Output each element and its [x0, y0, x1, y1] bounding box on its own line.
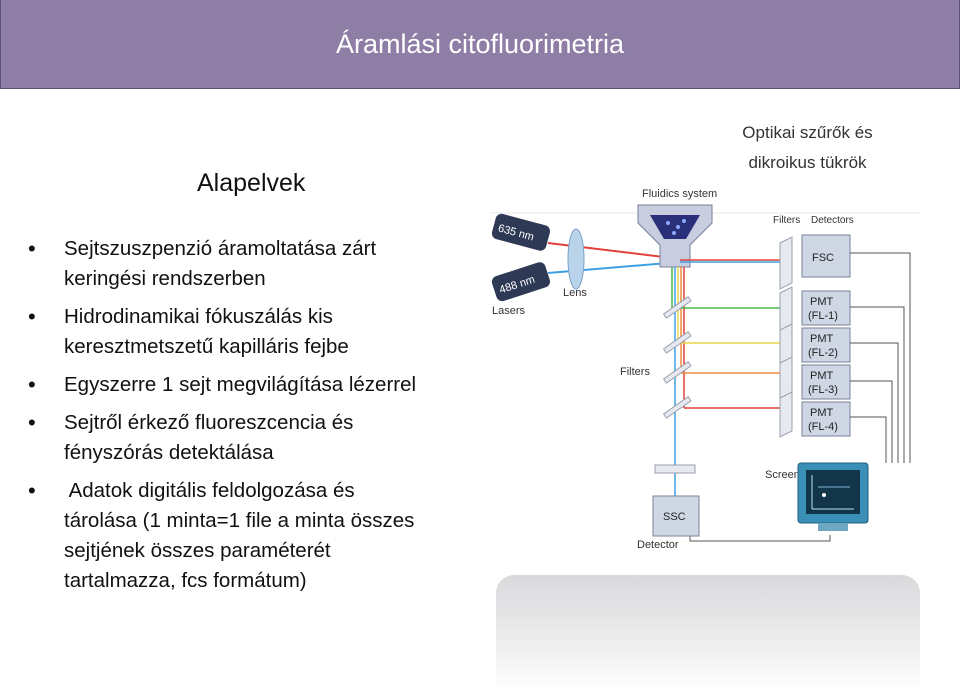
bullet-item: Sejtszuszpenzió áramoltatása zárt kering… — [28, 234, 488, 294]
diagram-reflection — [496, 575, 920, 691]
pmt-fl2: PMT (FL-2) — [801, 327, 851, 363]
laser-488: 488 nm — [491, 262, 551, 302]
bullet-list: Sejtszuszpenzió áramoltatása zárt kering… — [28, 234, 488, 604]
title-bar: Áramlási citofluorimetria — [0, 0, 960, 89]
pmt-channel-label: (FL-4) — [808, 421, 838, 433]
lasers-label: Lasers — [492, 305, 526, 317]
bullet-text: tartalmazza, fcs formátum) — [64, 569, 307, 592]
pmt-fl3: PMT (FL-3) — [801, 364, 851, 400]
filters-mirrors-label: Optikai szűrők és dikroikus tükrök — [700, 118, 915, 178]
filters-mid-label: Filters — [620, 366, 650, 378]
bullet-text: Egyszerre 1 sejt megvilágítása lézerrel — [64, 373, 417, 396]
bullet-item: Sejtről érkező fluoreszcencia és fényszó… — [28, 408, 488, 468]
lens-shape — [567, 228, 585, 290]
pmt-channel-label: (FL-1) — [808, 310, 838, 322]
screen-monitor — [797, 462, 869, 531]
bullet-text: Adatok digitális feldolgozása és — [64, 479, 355, 502]
dichroic-mirrors — [654, 296, 696, 474]
bullet-text: tárolása (1 minta=1 file a minta összes — [64, 509, 415, 532]
bullet-text: Sejtről érkező fluoreszcencia és — [64, 411, 354, 434]
bullet-text: sejtjének összes paraméterét — [64, 539, 331, 562]
filters-top-label: Filters — [773, 215, 800, 226]
flow-cytometer-diagram: 635 nm 488 nm Lasers Lens Fluidics syste… — [490, 188, 920, 551]
fluidics-nozzle — [637, 204, 713, 268]
bandpass-filters — [779, 236, 793, 438]
fsc-label: FSC — [812, 252, 834, 264]
laser-635: 635 nm — [491, 213, 551, 251]
pmt-label: PMT — [810, 370, 834, 382]
pmt-label: PMT — [810, 296, 834, 308]
fluidics-label: Fluidics system — [642, 188, 717, 200]
pmt-channel-label: (FL-3) — [808, 384, 838, 396]
bullet-text: keresztmetszetű kapilláris fejbe — [64, 335, 349, 358]
fsc-detector: FSC — [801, 234, 851, 278]
filters-mirrors-label-line2: dikroikus tükrök — [748, 153, 867, 172]
bullet-item: Hidrodinamikai fókuszálás kis keresztmet… — [28, 302, 488, 362]
signal-cables — [689, 252, 911, 542]
pmt-label: PMT — [810, 333, 834, 345]
bullet-text: Hidrodinamikai fókuszálás kis — [64, 305, 333, 328]
ssc-label: SSC — [663, 511, 686, 523]
screen-label: Screen — [765, 469, 800, 481]
lens-label: Lens — [563, 287, 587, 299]
page-title: Áramlási citofluorimetria — [335, 28, 625, 59]
bullet-text: keringési rendszerben — [64, 267, 266, 290]
detector-label: Detector — [637, 539, 679, 551]
bullet-item: Adatok digitális feldolgozása és tárolás… — [28, 476, 488, 596]
filters-mirrors-label-line1: Optikai szűrők és — [742, 123, 873, 142]
detectors-label: Detectors — [811, 215, 854, 226]
pmt-label: PMT — [810, 407, 834, 419]
ssc-detector: SSC — [652, 495, 700, 537]
pmt-fl4: PMT (FL-4) — [801, 401, 851, 437]
pmt-channel-label: (FL-2) — [808, 347, 838, 359]
section-heading: Alapelvek — [197, 169, 306, 197]
bullet-text: Sejtszuszpenzió áramoltatása zárt — [64, 237, 377, 260]
bullet-text: fényszórás detektálása — [64, 441, 274, 464]
bullet-item: Egyszerre 1 sejt megvilágítása lézerrel — [28, 370, 488, 400]
pmt-fl1: PMT (FL-1) — [801, 290, 851, 326]
